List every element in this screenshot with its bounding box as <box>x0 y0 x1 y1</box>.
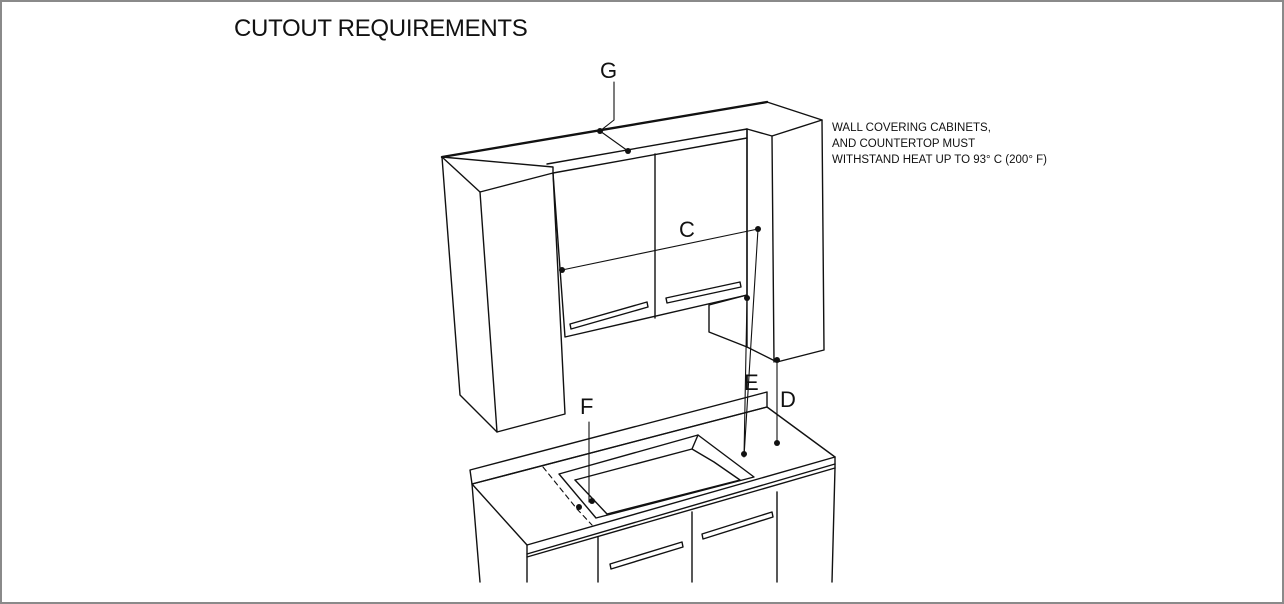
label-d: D <box>780 387 796 412</box>
label-e: E <box>744 370 759 395</box>
heat-note-line-2: AND COUNTERTOP MUST <box>832 138 976 150</box>
base-left-handle <box>609 541 684 570</box>
label-c: C <box>679 217 695 242</box>
right-tall-cabinet <box>746 101 825 363</box>
countertop <box>471 406 836 546</box>
figure-title: CUTOUT REQUIREMENTS <box>234 15 528 42</box>
middle-cabinet <box>546 128 748 338</box>
dimension-lines <box>542 81 778 526</box>
left-door-handle <box>569 301 649 330</box>
countertop-and-base <box>469 391 836 583</box>
heat-note-line-3: WITHSTAND HEAT UP TO 93° C (200° F) <box>832 154 1047 166</box>
heat-note-line-1: WALL COVERING CABINETS, <box>832 122 991 134</box>
dimension-points <box>559 128 780 510</box>
upper-cabinets <box>440 100 825 433</box>
label-g: G <box>600 58 617 83</box>
base-right-handle <box>701 511 774 540</box>
heat-note: WALL COVERING CABINETS, AND COUNTERTOP M… <box>832 120 1047 168</box>
cooktop-cutout <box>558 434 755 519</box>
right-door-handle <box>665 281 742 304</box>
label-f: F <box>580 394 593 419</box>
backsplash <box>469 391 768 485</box>
left-tall-cabinet <box>441 156 554 193</box>
